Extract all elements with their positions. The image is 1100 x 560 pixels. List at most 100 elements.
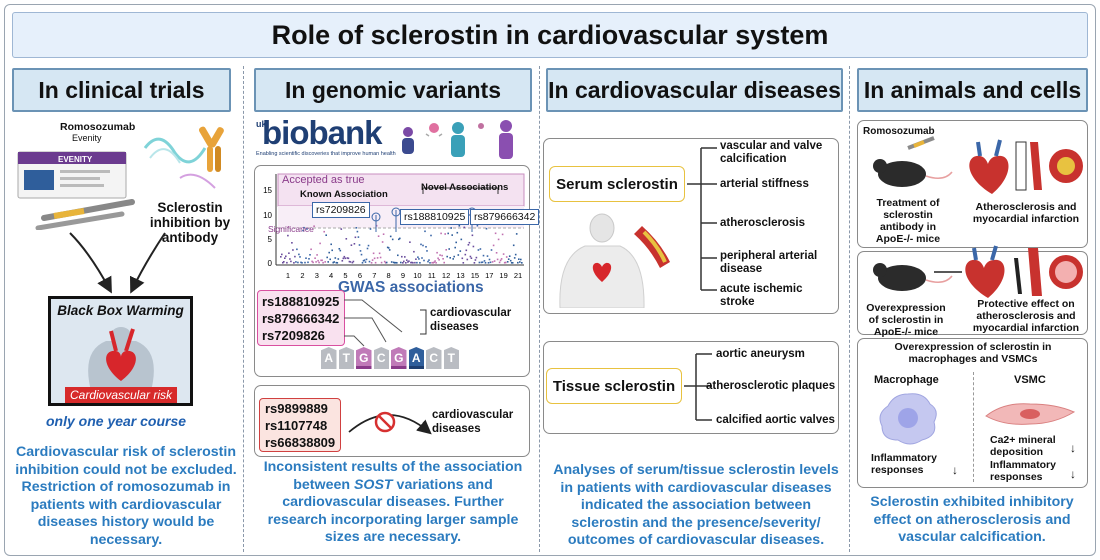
- panel1-left-label: Treatment of sclerostin antibody in ApoE…: [875, 197, 941, 245]
- manhattan-point: [436, 251, 438, 254]
- null-snp: rs1107748: [265, 418, 328, 433]
- manhattan-point: [433, 261, 435, 264]
- conclusion-text: variations and cardiovascular diseases. …: [267, 476, 519, 546]
- cells-divider: [973, 372, 974, 482]
- manhattan-point: [391, 238, 394, 241]
- manhattan-point: [480, 261, 483, 264]
- chest-heart-icon: [88, 327, 154, 391]
- dna-letter: A: [408, 347, 424, 369]
- manhattan-point: [393, 262, 396, 264]
- manhattan-point: [419, 262, 421, 264]
- manhattan-point: [325, 234, 327, 236]
- manhattan-point: [362, 260, 365, 262]
- manhattan-point: [316, 254, 318, 256]
- manhattan-point: [303, 226, 305, 229]
- antibody-label: Sclerostin inhibition by antibody: [149, 200, 231, 245]
- biobank-tagline: Enabling scientific discoveries that imp…: [256, 151, 396, 157]
- manhattan-point: [472, 245, 475, 248]
- manhattan-point: [505, 256, 508, 258]
- manhattan-point: [506, 261, 509, 263]
- conclusion-text: Inconsistent results of the association …: [263, 459, 523, 493]
- manhattan-point: [363, 259, 366, 261]
- romosozumab-product-illustration: EVENITY: [17, 151, 135, 230]
- tissue-outcome: aortic aneurysm: [716, 348, 805, 360]
- header-clinical-trials: In clinical trials: [12, 68, 231, 112]
- manhattan-point: [320, 259, 322, 262]
- manhattan-point: [448, 248, 450, 250]
- manhattan-point: [418, 258, 420, 260]
- manhattan-point: [300, 261, 302, 264]
- panel2-right-text: Protective effect on atherosclerosis and…: [972, 298, 1080, 334]
- manhattan-point: [281, 253, 283, 256]
- manhattan-point: [481, 261, 484, 263]
- manhattan-point: [494, 232, 497, 235]
- dna-letter: G: [391, 347, 407, 369]
- manhattan-point: [364, 261, 367, 263]
- manhattan-point: [515, 233, 518, 235]
- figure-title: Role of sclerostin in cardiovascular sys…: [12, 12, 1088, 58]
- header-genomic-variants: In genomic variants: [254, 68, 532, 112]
- manhattan-point: [351, 261, 354, 264]
- manhattan-point: [470, 257, 473, 259]
- manhattan-point: [518, 258, 520, 260]
- manhattan-point: [479, 248, 482, 250]
- manhattan-point: [437, 257, 439, 260]
- patient-vessel-illustration: [559, 213, 670, 308]
- manhattan-point: [439, 254, 441, 256]
- manhattan-point: [283, 261, 285, 263]
- panel1-right-text: Atherosclerosis and myocardial infarctio…: [972, 201, 1080, 225]
- manhattan-point: [517, 261, 519, 264]
- vsmc-down-arrow-1: ↓: [1070, 441, 1076, 455]
- y-tick: 5: [268, 235, 273, 244]
- biobank-logo: biobank: [262, 114, 383, 151]
- manhattan-point: [382, 233, 385, 235]
- manhattan-x-tick: 3: [315, 271, 319, 280]
- manhattan-point: [409, 241, 411, 243]
- manhattan-point: [342, 257, 345, 260]
- manhattan-point: [341, 260, 344, 262]
- manhattan-point: [344, 257, 347, 260]
- manhattan-point: [389, 235, 392, 238]
- manhattan-point: [372, 252, 375, 255]
- manhattan-point: [502, 253, 505, 255]
- manhattan-point: [332, 261, 334, 264]
- manhattan-point: [336, 262, 339, 264]
- novel-snp-tag-1: rs188810925: [400, 209, 470, 225]
- vsmc-down-arrow-2: ↓: [1070, 467, 1076, 481]
- manhattan-point: [339, 249, 342, 252]
- manhattan-x-tick: 9: [401, 271, 405, 280]
- manhattan-point: [482, 254, 485, 257]
- known-snp-tag: rs7209826: [312, 202, 370, 218]
- manhattan-point: [355, 227, 358, 229]
- course-note: only one year course: [46, 413, 187, 429]
- manhattan-point: [381, 241, 384, 243]
- manhattan-point: [432, 262, 434, 264]
- manhattan-point: [413, 250, 415, 253]
- manhattan-point: [319, 242, 321, 245]
- manhattan-point: [337, 258, 340, 260]
- converging-arrows: [69, 232, 166, 294]
- manhattan-point: [350, 244, 353, 246]
- manhattan-point: [458, 225, 461, 227]
- manhattan-point: [370, 262, 373, 264]
- manhattan-point: [328, 251, 330, 254]
- manhattan-point: [378, 252, 381, 255]
- serum-outcome: atherosclerosis: [720, 217, 806, 229]
- manhattan-point: [392, 261, 395, 264]
- clinical-trials-conclusion: Cardiovascular risk of sclerostin inhibi…: [15, 444, 237, 548]
- tissue-outcome: atherosclerotic plaques: [706, 380, 836, 392]
- manhattan-point: [512, 244, 515, 247]
- header-cardiovascular-diseases: In cardiovascular diseases: [546, 68, 843, 112]
- serum-sclerostin-box: Serum sclerostin: [549, 166, 685, 202]
- manhattan-point: [414, 261, 416, 264]
- manhattan-point: [434, 260, 436, 262]
- manhattan-point: [509, 259, 512, 262]
- manhattan-point: [285, 255, 287, 258]
- manhattan-point: [294, 255, 296, 258]
- vsmc-label: VSMC: [1014, 374, 1046, 386]
- manhattan-point: [430, 234, 432, 237]
- gwas-title: GWAS associations: [338, 279, 484, 296]
- manhattan-point: [309, 254, 311, 256]
- manhattan-point: [469, 255, 472, 258]
- manhattan-point: [377, 235, 380, 237]
